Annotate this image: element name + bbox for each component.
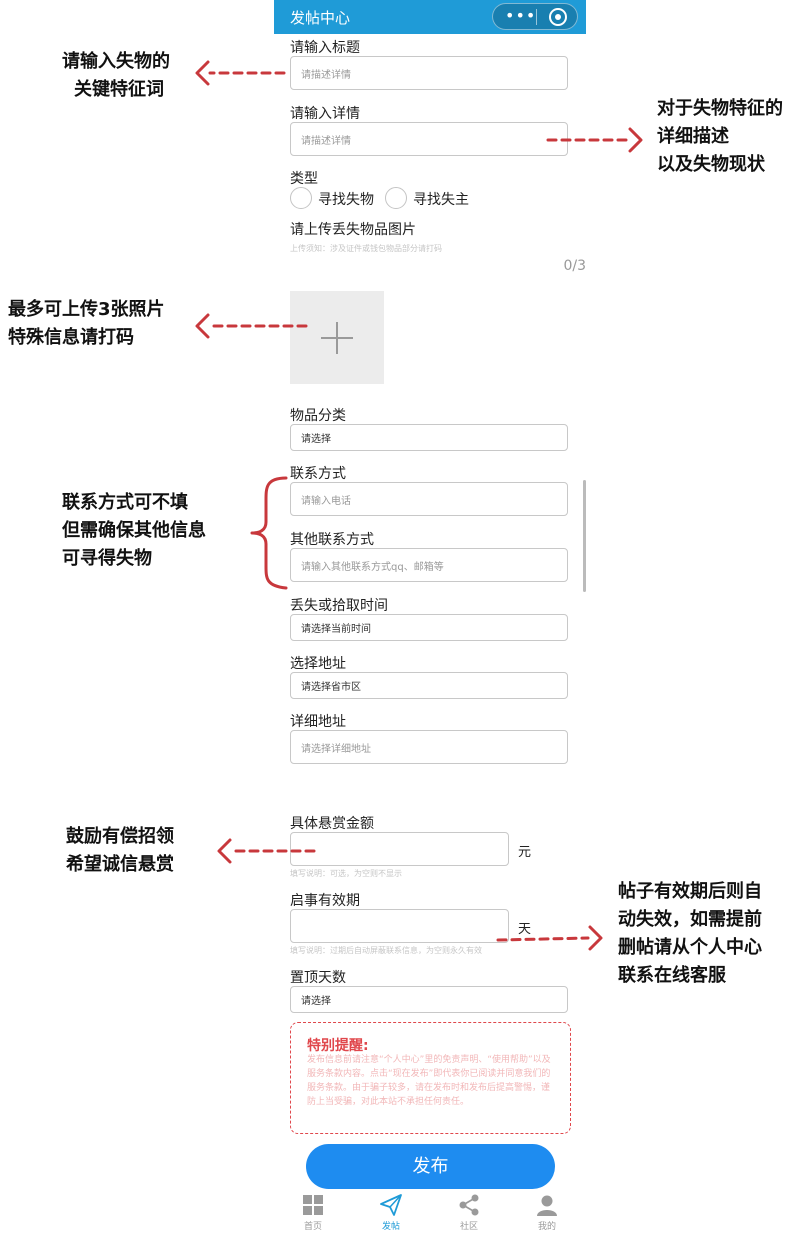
- capsule-divider: [536, 9, 537, 25]
- annotation-detail: 对于失物特征的 详细描述 以及失物现状: [657, 95, 783, 179]
- reward-input[interactable]: [290, 832, 509, 866]
- brace-contact: [250, 476, 288, 590]
- validity-label: 启事有效期: [290, 893, 360, 909]
- paper-plane-icon: [380, 1194, 402, 1216]
- annotation-detail-line: 对于失物特征的: [657, 98, 783, 119]
- address-label: 详细地址: [290, 714, 346, 730]
- radio-find-owner[interactable]: [385, 187, 407, 209]
- annotation-validity: 帖子有效期后则自 动失效，如需提前 删帖请从个人中心 联系在线客服: [618, 878, 762, 990]
- pin-days-select[interactable]: 请选择: [290, 986, 568, 1013]
- annotation-detail-line: 详细描述: [657, 126, 729, 147]
- reward-label: 具体悬赏金额: [290, 816, 374, 832]
- tab-post[interactable]: 发帖: [352, 1191, 430, 1254]
- arrow-detail-head: [628, 127, 643, 153]
- title-label: 请输入标题: [290, 40, 360, 56]
- region-label: 选择地址: [290, 656, 346, 672]
- special-notice: 特别提醒: 发布信息前请注意“个人中心”里的免责声明、“使用帮助”以及服务条款内…: [290, 1022, 571, 1134]
- region-picker[interactable]: 请选择省市区: [290, 672, 568, 699]
- page-title: 发帖中心: [290, 9, 351, 27]
- tab-mine[interactable]: 我的: [508, 1191, 586, 1254]
- publish-button[interactable]: 发布: [306, 1144, 555, 1189]
- detail-label: 请输入详情: [290, 106, 360, 122]
- tab-post-label: 发帖: [381, 1222, 400, 1232]
- notice-body: 发布信息前请注意“个人中心”里的免责声明、“使用帮助”以及服务条款内容。点击“现…: [307, 1055, 551, 1107]
- validity-input[interactable]: [290, 909, 509, 943]
- tab-community[interactable]: 社区: [430, 1191, 508, 1254]
- type-label: 类型: [290, 171, 318, 187]
- annotation-title-line: 请输入失物的: [62, 51, 170, 72]
- arrow-photos-head: [195, 313, 210, 339]
- phone-screen: 发帖中心 ••• 请输入标题 请描述详情 请输入详情 请描述详情 类型 寻找失物…: [274, 0, 586, 1254]
- share-icon: [459, 1194, 479, 1216]
- validity-unit: 天: [518, 922, 532, 937]
- reward-unit: 元: [518, 845, 532, 860]
- annotation-contact-line: 可寻得失物: [62, 548, 152, 569]
- annotation-photos-line: 特殊信息请打码: [8, 327, 134, 348]
- annotation-contact-line: 联系方式可不填: [62, 492, 188, 513]
- annotation-contact: 联系方式可不填 但需确保其他信息 可寻得失物: [62, 489, 206, 573]
- reward-hint: 填写说明：可选，为空则不显示: [290, 869, 402, 878]
- annotation-contact-line: 但需确保其他信息: [62, 520, 206, 541]
- tab-mine-label: 我的: [537, 1222, 556, 1232]
- tab-bar: 首页 发帖 社区 我的: [274, 1191, 586, 1254]
- image-count: 0/3: [563, 258, 586, 274]
- detail-input[interactable]: 请描述详情: [290, 122, 568, 156]
- top-bar: 发帖中心 •••: [274, 0, 586, 34]
- annotation-reward: 鼓励有偿招领 希望诚信悬赏: [66, 823, 174, 879]
- close-circle-icon[interactable]: [549, 8, 567, 26]
- tab-home[interactable]: 首页: [274, 1191, 352, 1254]
- annotation-validity-line: 动失效，如需提前: [618, 909, 762, 930]
- address-input[interactable]: 请选择详细地址: [290, 730, 568, 764]
- annotation-validity-line: 删帖请从个人中心: [618, 937, 762, 958]
- arrow-validity-head: [588, 925, 603, 951]
- plus-icon-vertical: [336, 322, 338, 354]
- time-picker[interactable]: 请选择当前时间: [290, 614, 568, 641]
- tab-community-label: 社区: [459, 1222, 478, 1232]
- arrow-reward-head: [217, 838, 232, 864]
- image-upload-button[interactable]: [290, 291, 384, 384]
- category-label: 物品分类: [290, 408, 346, 424]
- radio-find-owner-label[interactable]: 寻找失主: [413, 192, 469, 208]
- category-select[interactable]: 请选择: [290, 424, 568, 451]
- annotation-validity-line: 联系在线客服: [618, 965, 726, 986]
- user-icon: [537, 1195, 557, 1216]
- notice-title: 特别提醒:: [307, 1038, 369, 1054]
- validity-hint: 填写说明：过期后自动屏蔽联系信息，为空则永久有效: [290, 946, 482, 955]
- arrow-title-head: [195, 60, 210, 86]
- annotation-validity-line: 帖子有效期后则自: [618, 881, 762, 902]
- time-label: 丢失或拾取时间: [290, 598, 388, 614]
- other-contact-input[interactable]: 请输入其他联系方式qq、邮箱等: [290, 548, 568, 582]
- contact-label: 联系方式: [290, 466, 346, 482]
- pin-days-label: 置顶天数: [290, 970, 346, 986]
- other-contact-label: 其他联系方式: [290, 532, 374, 548]
- more-icon[interactable]: •••: [505, 6, 537, 25]
- annotation-title-line: 关键特征词: [74, 79, 164, 100]
- annotation-title: 请输入失物的 关键特征词: [62, 48, 170, 104]
- contact-input[interactable]: 请输入电话: [290, 482, 568, 516]
- annotation-reward-line: 鼓励有偿招领: [66, 826, 174, 847]
- mini-program-capsule[interactable]: •••: [492, 3, 578, 30]
- scrollbar[interactable]: [583, 480, 586, 592]
- annotation-photos-line: 最多可上传3张照片: [8, 299, 165, 320]
- image-upload-label: 请上传丢失物品图片: [290, 222, 416, 238]
- annotation-reward-line: 希望诚信悬赏: [66, 854, 174, 875]
- title-input[interactable]: 请描述详情: [290, 56, 568, 90]
- annotation-detail-line: 以及失物现状: [657, 154, 765, 175]
- arrow-validity: [496, 936, 590, 942]
- radio-find-lost[interactable]: [290, 187, 312, 209]
- annotation-photos: 最多可上传3张照片 特殊信息请打码: [8, 296, 165, 352]
- radio-find-lost-label[interactable]: 寻找失物: [318, 192, 374, 208]
- image-upload-hint: 上传须知：涉及证件或钱包物品部分请打码: [290, 244, 442, 253]
- home-grid-icon: [303, 1195, 323, 1215]
- tab-home-label: 首页: [303, 1222, 322, 1232]
